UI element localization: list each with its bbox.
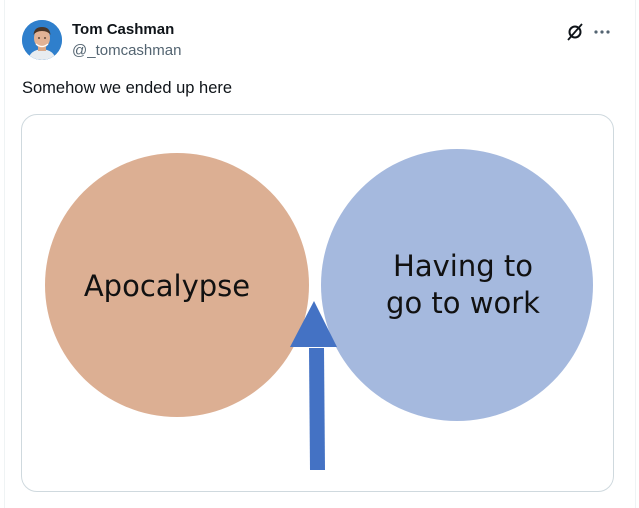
left-circle-label: Apocalypse [84, 269, 250, 303]
author-handle[interactable]: @_tomcashman [72, 42, 182, 59]
grok-icon[interactable] [565, 22, 585, 42]
author-display-name[interactable]: Tom Cashman [72, 21, 175, 38]
right-circle-label-line1: Having to [393, 249, 533, 283]
up-arrow-icon [290, 301, 337, 470]
right-circle [321, 149, 593, 421]
avatar-image [22, 20, 62, 60]
more-options-icon[interactable] [592, 22, 612, 42]
left-circle [45, 153, 309, 417]
avatar[interactable] [22, 20, 62, 60]
right-circle-label-line2: go to work [386, 286, 540, 320]
tweet-text: Somehow we ended up here [22, 79, 233, 97]
tweet-media-image[interactable]: Apocalypse Having to go to work [21, 114, 614, 492]
venn-diagram: Apocalypse Having to go to work [45, 149, 593, 470]
tweet-container [4, 0, 636, 508]
